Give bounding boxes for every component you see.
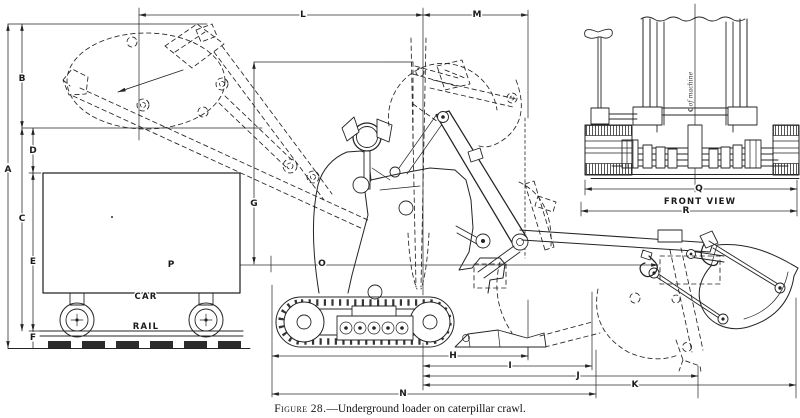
front-view-label: FRONT VIEW [664, 197, 736, 207]
right-boom-bucket [519, 229, 799, 329]
figure-caption: Figure 28.—Underground loader on caterpi… [274, 403, 526, 415]
mine-car [7, 172, 251, 349]
dim-label-i: I [508, 361, 511, 371]
front-undercarriage [584, 124, 800, 179]
dim-label-n: N [399, 389, 407, 399]
dim-label-p: P [168, 260, 175, 270]
car-label: CAR [135, 292, 158, 302]
front-apron [454, 329, 547, 348]
dim-label-d: D [29, 146, 36, 156]
dim-label-e: E [30, 257, 36, 267]
dim-label-o: O [318, 259, 326, 269]
front-view: ℄ of machine [580, 3, 800, 217]
dim-label-h: H [449, 351, 457, 361]
hook-icon [639, 255, 658, 278]
car-wheel-left [59, 302, 95, 338]
bucket [698, 243, 799, 329]
dim-label-j: J [575, 371, 579, 381]
lift-arm [388, 63, 529, 279]
operator-controls [341, 116, 393, 194]
figure-caption-label: Figure 28. [274, 403, 326, 415]
dashed-dig-positions [473, 180, 721, 373]
centerline-label: ℄ of machine [688, 71, 695, 112]
dim-label-b: B [19, 74, 26, 84]
labels: A B C D E F G H I J K L M N O P Q R CAR … [3, 9, 736, 401]
dim-label-m: M [473, 10, 482, 20]
crawler-track [275, 296, 547, 348]
car-wheel-right [188, 302, 224, 338]
control-lever [584, 28, 638, 125]
dim-label-g: G [250, 199, 257, 209]
track-rollers [339, 321, 409, 335]
dim-label-f: F [30, 333, 36, 343]
dim-label-k: K [632, 380, 640, 390]
figure-caption-title: —Underground loader on caterpillar crawl… [325, 403, 525, 415]
loader-body [312, 116, 506, 300]
dump-arc [388, 63, 498, 127]
dim-label-l: L [300, 10, 306, 20]
dim-label-q: Q [695, 184, 703, 194]
front-track-right [772, 124, 800, 176]
dim-label-a: A [5, 165, 12, 175]
dim-label-r: R [683, 206, 690, 216]
rail-label: RAIL [133, 322, 160, 332]
rail [7, 330, 251, 349]
front-track-left [584, 124, 633, 176]
dim-label-c: C [19, 214, 26, 224]
